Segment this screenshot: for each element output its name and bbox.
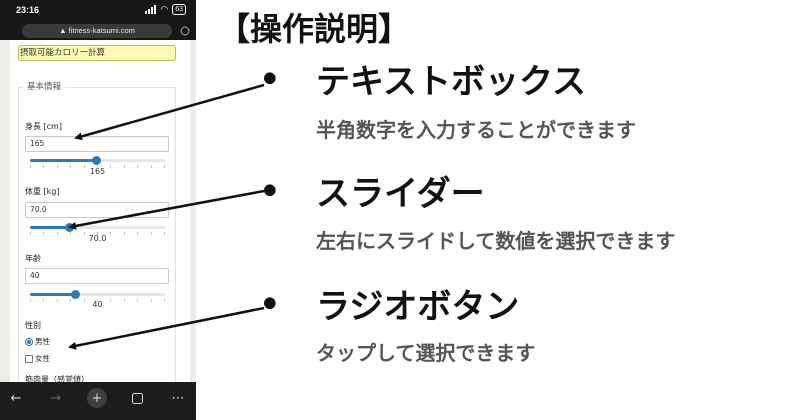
gender-label: 性別	[25, 321, 41, 330]
browser-toolbar: ← → + ⋯	[0, 382, 196, 420]
url-text: fitness-katsumi.com	[68, 26, 135, 35]
weight-label: 体重 [kg]	[25, 187, 60, 196]
new-tab-icon[interactable]: +	[87, 388, 107, 408]
gender-option-label: 女性	[35, 354, 50, 363]
status-indicators: ◠ 63	[145, 4, 186, 15]
height-input[interactable]: 165	[25, 136, 169, 152]
fieldset-legend: 基本情報	[23, 80, 66, 92]
age-slider-fill	[30, 293, 76, 296]
battery-icon: 63	[172, 4, 186, 15]
height-slider-fill	[30, 159, 97, 162]
height-slider-value: 165	[89, 167, 106, 176]
instructions-heading: 【操作説明】	[218, 10, 411, 48]
back-icon[interactable]: ←	[10, 390, 22, 406]
bullet-icon: •	[258, 57, 282, 103]
more-options-icon[interactable]: ⋯	[171, 390, 185, 406]
item-title-slider: スライダー	[316, 174, 485, 214]
item-description-textbox: 半角数字を入力することができます	[316, 118, 636, 142]
status-time: 23:16	[16, 5, 40, 15]
item-description-slider: 左右にスライドして数値を選択できます	[316, 229, 676, 253]
item-title-radio: ラジオボタン	[316, 287, 520, 327]
radio-unselected-icon	[25, 354, 33, 363]
item-description-radio: タップして選択できます	[316, 341, 536, 365]
height-slider-ticks	[30, 165, 165, 169]
age-slider-value: 40	[92, 300, 103, 309]
age-slider[interactable]	[30, 290, 165, 302]
radio-selected-icon	[25, 337, 33, 346]
gender-option-label: 男性	[35, 337, 50, 346]
height-slider[interactable]	[30, 156, 165, 168]
age-label: 年齢	[25, 254, 41, 263]
age-slider-ticks	[30, 299, 165, 303]
weight-slider-ticks	[30, 232, 165, 236]
url-field[interactable]: ▲ fitness-katsumi.com	[22, 24, 172, 38]
forward-icon[interactable]: →	[50, 390, 62, 406]
wifi-icon: ◠	[160, 4, 169, 14]
weight-slider-value: 70.0	[88, 234, 107, 243]
height-slider-thumb[interactable]	[91, 156, 101, 165]
tabs-icon[interactable]	[127, 388, 147, 408]
browser-address-bar: ▲ fitness-katsumi.com	[0, 22, 196, 40]
muscle-mass-label: 筋肉量（感覚値）	[25, 375, 89, 384]
cellular-signal-icon	[145, 5, 157, 14]
bullet-icon: •	[258, 282, 282, 328]
item-title-textbox: テキストボックス	[316, 62, 586, 102]
page-title: 摂取可能カロリー計算	[18, 45, 176, 61]
weight-input[interactable]: 70.0	[25, 202, 169, 218]
lock-icon: ▲	[59, 26, 67, 35]
weight-slider[interactable]	[30, 223, 165, 235]
age-slider-thumb[interactable]	[71, 290, 81, 299]
weight-slider-fill	[30, 226, 70, 229]
gender-option-male[interactable]: 男性	[25, 336, 50, 347]
page-menu-icon[interactable]	[179, 24, 191, 38]
bullet-icon: •	[258, 169, 282, 215]
gender-option-female[interactable]: 女性	[25, 353, 50, 364]
height-label: 身長 [cm]	[25, 122, 62, 131]
age-input[interactable]: 40	[25, 268, 169, 284]
status-bar: 23:16 ◠ 63	[0, 0, 196, 22]
phone-screenshot: 23:16 ◠ 63 ▲ fitness-katsumi.com 摂取可能カロリ…	[0, 0, 196, 420]
weight-slider-thumb[interactable]	[64, 223, 74, 232]
